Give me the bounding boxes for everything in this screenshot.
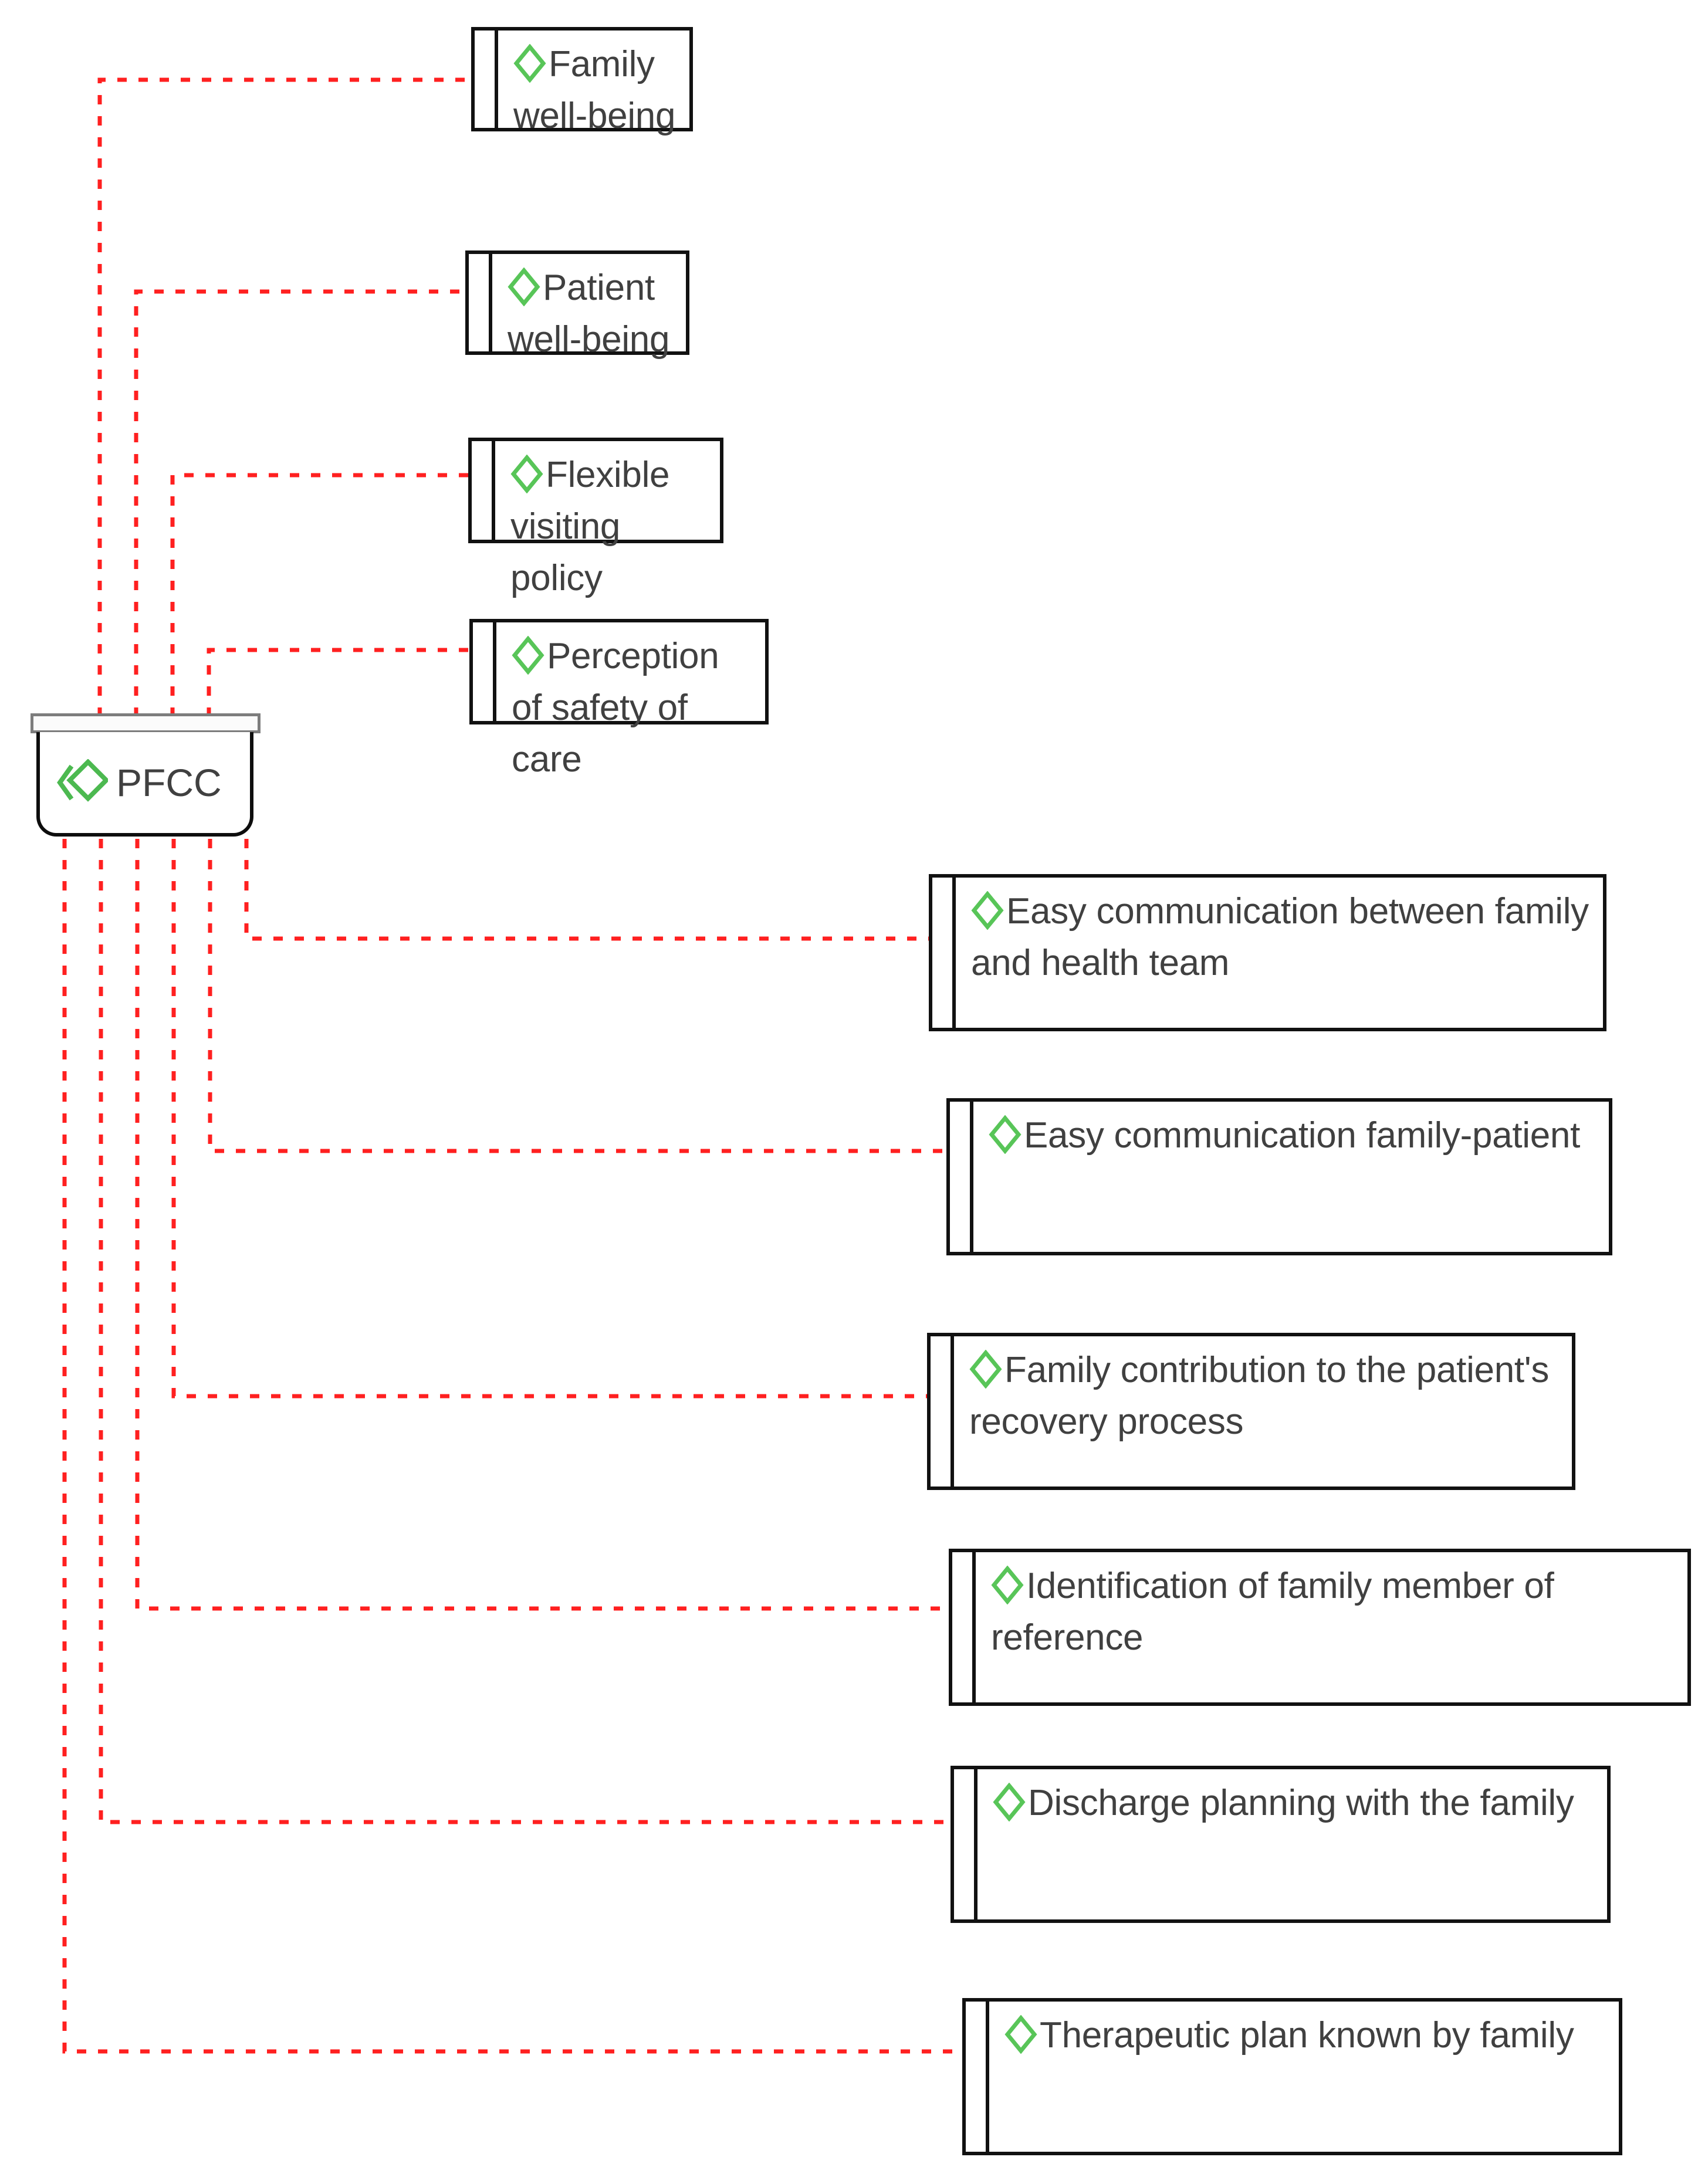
edge-therapeutic-plan [62, 839, 962, 2054]
edge-easy-comm-family-health [244, 839, 929, 941]
node-flexible-visiting-policy[interactable]: Flexible visiting policy [468, 438, 723, 598]
node-label: Family contribution to the patient's rec… [969, 1350, 1550, 1442]
node-family-well-being[interactable]: Family well-being [471, 27, 693, 136]
node-perception-of-safety[interactable]: Perception of safety of care [469, 619, 769, 780]
root-node-header-bar [31, 713, 261, 733]
node-gutter [952, 1552, 976, 1702]
node-body: Discharge planning with the family [977, 1769, 1607, 1919]
node-easy-comm-family-health[interactable]: Easy communication between family and he… [929, 874, 1606, 1031]
diamond-icon [991, 1566, 1024, 1604]
diamond-icon [969, 1350, 1002, 1389]
diamond-icon [989, 1115, 1021, 1154]
diamond-icon [510, 455, 543, 493]
node-patient-well-being[interactable]: Patient well-being [465, 250, 689, 360]
node-label: Flexible visiting policy [510, 455, 670, 598]
node-gutter [469, 254, 492, 351]
edge-easy-comm-family-patient [208, 839, 946, 1153]
node-label-wrap: Flexible visiting policy [510, 449, 708, 604]
node-label-wrap: Easy communication between family and he… [971, 886, 1591, 989]
node-label: Easy communication between family and he… [971, 891, 1589, 983]
node-body: Perception of safety of care [496, 622, 765, 780]
node-label: Therapeutic plan known by family [1040, 2015, 1574, 2056]
node-easy-comm-family-patient[interactable]: Easy communication family-patient [946, 1098, 1612, 1255]
node-label-wrap: Easy communication family-patient [989, 1110, 1597, 1162]
node-body: Easy communication between family and he… [956, 878, 1603, 1028]
node-gutter [954, 1769, 977, 1919]
root-node-body: PFCC [36, 732, 253, 837]
diamond-icon [513, 44, 546, 83]
node-label: Discharge planning with the family [1028, 1783, 1574, 1823]
diamond-icon [993, 1783, 1026, 1821]
node-gutter [472, 441, 495, 540]
node-body: Identification of family member of refer… [976, 1552, 1687, 1702]
node-gutter [950, 1102, 973, 1252]
node-label-wrap: Perception of safety of care [512, 631, 753, 785]
node-label: Perception of safety of care [512, 636, 719, 780]
node-discharge-planning[interactable]: Discharge planning with the family [951, 1766, 1611, 1923]
node-body: Easy communication family-patient [973, 1102, 1609, 1252]
node-label-wrap: Patient well-being [508, 262, 674, 365]
node-gutter [931, 1336, 954, 1487]
diamond-icon [512, 636, 544, 675]
root-node-label: PFCC [116, 761, 222, 804]
node-label-wrap: Therapeutic plan known by family [1004, 2010, 1607, 2061]
double-diamond-icon [54, 759, 108, 806]
node-label: Easy communication family-patient [1024, 1115, 1581, 1156]
edge-family-contribution [171, 839, 927, 1399]
node-family-contribution[interactable]: Family contribution to the patient's rec… [927, 1333, 1575, 1490]
edge-family-well-being [97, 77, 471, 717]
diamond-icon [1004, 2015, 1037, 2054]
node-label-wrap: Identification of family member of refer… [991, 1560, 1676, 1664]
node-body: Flexible visiting policy [495, 441, 720, 598]
node-label-wrap: Family well-being [513, 39, 678, 142]
node-body: Family well-being [498, 31, 689, 136]
edge-flexible-visiting-policy [170, 473, 468, 717]
node-label: Family well-being [513, 44, 676, 136]
edge-identification-of-member [135, 839, 949, 1611]
node-therapeutic-plan[interactable]: Therapeutic plan known by family [962, 1998, 1622, 2155]
node-label: Identification of family member of refer… [991, 1566, 1554, 1658]
edge-discharge-planning [99, 839, 951, 1824]
node-gutter [966, 2002, 989, 2152]
node-gutter [475, 31, 498, 128]
edge-perception-of-safety [207, 648, 469, 717]
diamond-icon [971, 891, 1004, 930]
node-gutter [932, 878, 956, 1028]
node-label-wrap: Discharge planning with the family [993, 1777, 1595, 1829]
diamond-icon [508, 268, 540, 306]
node-body: Family contribution to the patient's rec… [954, 1336, 1572, 1487]
node-body: Patient well-being [492, 254, 686, 360]
node-label: Patient well-being [508, 268, 670, 360]
node-label-wrap: Family contribution to the patient's rec… [969, 1345, 1560, 1448]
node-gutter [473, 622, 496, 721]
root-node-pfcc[interactable]: PFCC [26, 713, 261, 839]
node-body: Therapeutic plan known by family [989, 2002, 1619, 2152]
node-identification-of-member[interactable]: Identification of family member of refer… [949, 1549, 1691, 1706]
edge-patient-well-being [134, 289, 465, 717]
